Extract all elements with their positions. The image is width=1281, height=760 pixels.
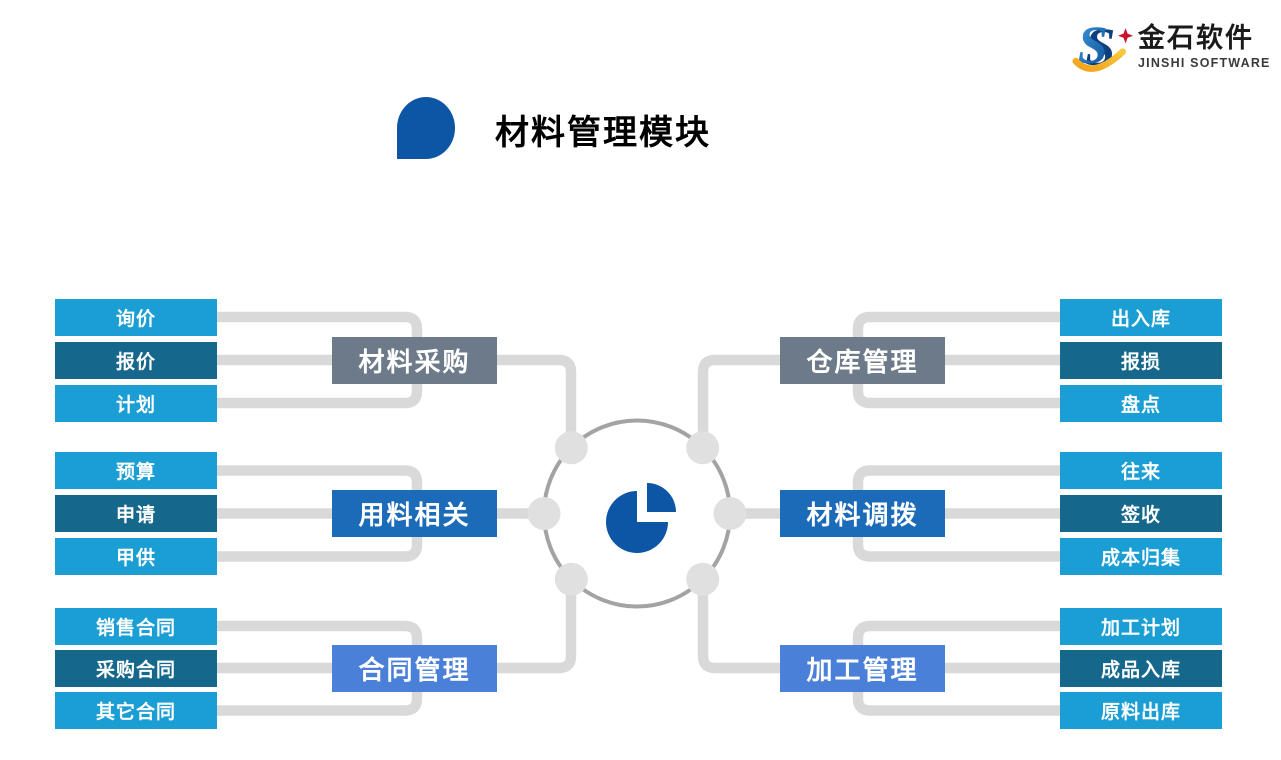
leaf-cost-collection: 成本归集 bbox=[1060, 538, 1222, 575]
leaf-plan: 计划 bbox=[55, 384, 217, 422]
leaf-in-out-stock: 出入库 bbox=[1060, 298, 1222, 336]
category-warehouse-management: 仓库管理 bbox=[780, 336, 945, 384]
category-processing-management: 加工管理 bbox=[780, 644, 945, 692]
page-title: 材料管理模块 bbox=[495, 114, 711, 152]
leaf-finished-in-stock: 成品入库 bbox=[1060, 649, 1222, 687]
leaf-request: 申请 bbox=[55, 495, 217, 532]
category-material-transfer: 材料调拨 bbox=[780, 490, 945, 537]
title-drop-icon bbox=[397, 97, 455, 159]
leaf-other-contract: 其它合同 bbox=[55, 692, 217, 729]
leaf-quotation: 报价 bbox=[55, 341, 217, 379]
brand-name-en: JINSHI SOFTWARE bbox=[1138, 55, 1271, 70]
leaf-budget: 预算 bbox=[55, 452, 217, 489]
leaf-sign-receipt: 签收 bbox=[1060, 495, 1222, 532]
category-contract-management: 合同管理 bbox=[332, 644, 497, 692]
leaf-damage-report: 报损 bbox=[1060, 341, 1222, 379]
jinshi-logo-icon: S S bbox=[1072, 14, 1134, 77]
hub-nodes bbox=[527, 431, 747, 596]
leaf-inquiry: 询价 bbox=[55, 298, 217, 336]
leaf-stocktake: 盘点 bbox=[1060, 384, 1222, 422]
pie-chart-icon bbox=[606, 483, 676, 553]
brand-name-cn: 金石软件 bbox=[1138, 22, 1254, 53]
category-material-procurement: 材料采购 bbox=[332, 336, 497, 384]
leaf-processing-plan: 加工计划 bbox=[1060, 607, 1222, 645]
category-material-usage: 用料相关 bbox=[332, 490, 497, 537]
leaf-transactions: 往来 bbox=[1060, 452, 1222, 489]
leaf-raw-out-stock: 原料出库 bbox=[1060, 692, 1222, 729]
brand-logo: S S 金石软件 JINSHI SOFTWARE bbox=[1072, 14, 1272, 80]
leaf-owner-supplied: 甲供 bbox=[55, 538, 217, 575]
leaf-sales-contract: 销售合同 bbox=[55, 607, 217, 645]
leaf-purchase-contract: 采购合同 bbox=[55, 649, 217, 687]
